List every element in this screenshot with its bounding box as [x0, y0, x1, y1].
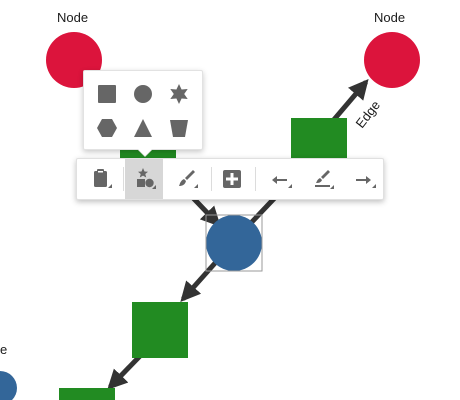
- toolbar-separator: [123, 167, 124, 191]
- node-green-bottom[interactable]: [59, 388, 115, 400]
- selection-box: [205, 214, 263, 272]
- hexagon-icon[interactable]: [92, 113, 122, 143]
- node-red-right[interactable]: [364, 32, 420, 88]
- toolbar-separator: [211, 167, 212, 191]
- node-blue-selected[interactable]: [206, 215, 262, 271]
- node-green-top-right[interactable]: [291, 118, 347, 160]
- square-icon[interactable]: [92, 79, 122, 109]
- edge-blue-to-green-middle[interactable]: [180, 260, 218, 302]
- shapes-icon[interactable]: [125, 159, 163, 199]
- edge-green-middle-to-green-bottom[interactable]: [107, 354, 142, 390]
- node-label-left: Node: [57, 10, 89, 25]
- palette-pointer: [138, 149, 152, 156]
- node-green-middle[interactable]: [132, 302, 188, 358]
- arrow-left-icon[interactable]: [261, 159, 301, 199]
- node-blue-bottom-left[interactable]: [0, 371, 17, 400]
- add-icon[interactable]: [213, 159, 251, 199]
- node-label-right: Node: [374, 10, 406, 25]
- arrow-right-icon[interactable]: [345, 159, 383, 199]
- edge-label: Edge: [353, 98, 384, 131]
- brush-icon[interactable]: [167, 159, 207, 199]
- underline-brush-icon[interactable]: [303, 159, 343, 199]
- trapezoid-icon[interactable]: [164, 113, 194, 143]
- toolbar-separator: [255, 167, 256, 191]
- context-toolbar: [76, 158, 384, 200]
- clipboard-icon[interactable]: [81, 159, 121, 199]
- triangle-icon[interactable]: [128, 113, 158, 143]
- star-icon[interactable]: [164, 79, 194, 109]
- shape-palette: [83, 70, 203, 156]
- circle-icon[interactable]: [128, 79, 158, 109]
- node-label-cut: e: [0, 342, 8, 357]
